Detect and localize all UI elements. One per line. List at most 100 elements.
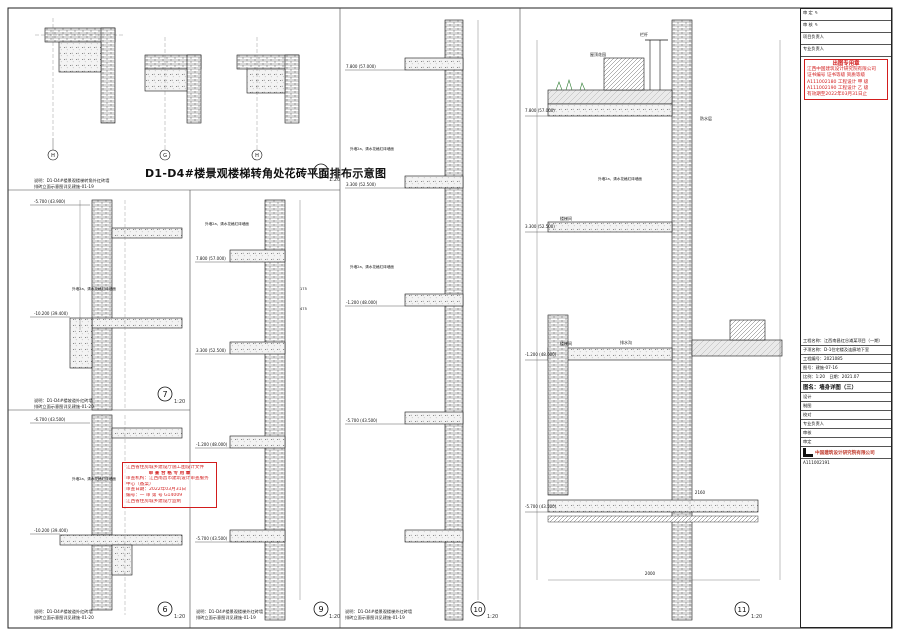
sign-row: 专业负责人	[801, 420, 891, 430]
stamp-line: 江西省住房城乡建设厅监制	[126, 498, 182, 504]
callout-brick: 外墙2a，清水花格红砖墙面	[598, 176, 642, 181]
cert-stamp: 出图专用章 江西中国建筑设计研究院有限公司 证书编号 证书等级 资质等级 A11…	[804, 59, 888, 101]
sign-row: 制图	[801, 402, 891, 412]
detail-number-9: 9	[318, 605, 323, 614]
dimension: 175	[300, 287, 307, 291]
scale-d8: 1:20	[329, 177, 341, 183]
grid-label: H	[51, 153, 55, 159]
level-mark: -10.200 (39.400)	[34, 311, 68, 316]
detail-6-section	[30, 414, 183, 617]
note-d10-line2: 排砖立面示意图详见建施-01-19	[345, 614, 405, 620]
level-mark: -5.700 (43.900)	[34, 199, 66, 204]
note-d10-line1: 说明：D1-D4#楼景观楼梯外红砖墙	[345, 609, 413, 614]
level-mark: -5.700 (43.500)	[196, 536, 228, 541]
review-stamp: 江西省住房城乡建设厅施工图设计文件 审 查 合 格 专 用 章 审查机构：江西南…	[122, 462, 217, 508]
scale-d10: 1:20	[487, 614, 499, 620]
note-d8: 说明：D1-D4#楼景观楼梯转角外红砖墙 排砖立面示意图详见建施-01-19	[34, 178, 109, 189]
level-mark: 7.800 (57.000)	[346, 64, 376, 69]
sheet-border	[7, 7, 893, 629]
level-mark: -1.200 (48.000)	[196, 442, 228, 447]
scale-d11: 1:20	[751, 614, 763, 620]
note-d9: 说明：D1-D4#楼景观楼梯外红砖墙 排砖立面示意图详见建施-01-19	[196, 609, 263, 620]
detail-11-section	[525, 19, 783, 621]
note-d10: 说明：D1-D4#楼景观楼梯外红砖墙 排砖立面示意图详见建施-01-19	[345, 609, 412, 620]
sign-row: 审定	[801, 438, 891, 448]
approval-row: 审 核 ✎	[801, 21, 891, 33]
callout-brick: 外墙2a，清水花格红砖墙面	[350, 146, 394, 151]
main-title: D1-D4#楼景观楼梯转角处花砖平面排布示意图	[145, 167, 387, 180]
label-waterproof: 防水层	[700, 115, 712, 121]
callout-brick: 外墙2a，清水花格红砖墙面	[350, 264, 394, 269]
annotation-layer: 8 7 6 9 10 11 H G H -5.700 (43.900) -10.200 (39.40…	[34, 31, 746, 614]
callout-brick: 外墙2a，清水花格红砖墙面	[72, 286, 116, 291]
label-planter: 屋顶花园	[590, 51, 606, 57]
note-d9-line1: 说明：D1-D4#楼景观楼梯外红砖墙	[196, 609, 264, 614]
title-block-spacer	[801, 102, 891, 337]
stamp-line: 审 查 合 格 专 用 章	[148, 470, 191, 476]
stamp-line: 中心（备案）	[126, 481, 154, 487]
note-d8-line1: 说明：D1-D4#楼景观楼梯转角外红砖墙	[34, 178, 110, 183]
note-d6-line2: 排砖立面示意图详见建施-01-20	[34, 614, 94, 620]
level-mark: -6.700 (43.500)	[34, 417, 66, 422]
note-d8-line2: 排砖立面示意图详见建施-01-19	[34, 183, 94, 189]
scale-d6: 1:20	[174, 614, 186, 620]
level-mark: 7.800 (57.000)	[196, 256, 226, 261]
scale-d7: 1:20	[174, 399, 186, 405]
grid-label: G	[163, 153, 167, 159]
dimension: 475	[300, 307, 307, 311]
grid-label: H	[255, 153, 259, 159]
sign-row: 设计	[801, 393, 891, 403]
level-mark: -5.700 (43.500)	[525, 504, 557, 509]
stamp-line: 江西省住房城乡建设厅施工图设计文件	[126, 465, 205, 470]
field-scale-date: 比例：1:20 日期：2021.07	[801, 373, 891, 383]
level-mark: -5.700 (43.500)	[346, 418, 378, 423]
label-drain: 排水沟	[620, 339, 632, 345]
detail-number-8: 8	[318, 168, 323, 177]
detail-number-10: 10	[474, 606, 483, 614]
field-drawing-no: 图号：建施-07-16	[801, 364, 891, 374]
detail-10-section	[345, 19, 486, 621]
company-logo-icon	[803, 448, 813, 458]
level-mark: -1.200 (48.000)	[525, 352, 557, 357]
note-d6-line1: 说明：D1-D4#楼坡道外红砖墙	[34, 609, 93, 614]
sign-row: 审核	[801, 429, 891, 439]
label-stair: 楼梯间	[560, 340, 572, 346]
level-mark: -10.200 (39.400)	[34, 528, 68, 533]
level-mark: 7.800 (57.000)	[525, 108, 555, 113]
detail-7-section	[30, 199, 183, 411]
callout-brick: 外墙2a，清水花格红砖墙面	[205, 221, 249, 226]
dimension: 2160	[695, 490, 706, 495]
scale-d9: 1:20	[329, 614, 341, 620]
level-mark: 3.300 (52.500)	[196, 348, 226, 353]
title-block: 审 定 ✎ 审 核 ✎ 项目负责人 专业负责人 出图专用章 江西中国建筑设计研究…	[800, 8, 892, 628]
label-railing: 栏杆	[640, 31, 648, 37]
callout-brick: 外墙2a，清水花格红砖墙面	[72, 476, 116, 481]
note-d7: 说明：D1-D4#楼坡道外红砖墙 排砖立面示意图详见建施-01-20	[34, 398, 94, 409]
approval-row: 项目负责人	[801, 33, 891, 45]
sign-row: 校对	[801, 411, 891, 421]
level-mark: -1.200 (48.000)	[346, 300, 378, 305]
level-mark: 3.300 (52.500)	[525, 224, 555, 229]
dimension: 2000	[645, 571, 656, 576]
stamp-line: 审查机构：江西南昌市建筑设计审查服务	[126, 476, 209, 482]
approval-row: 专业负责人	[801, 45, 891, 57]
stamp-line: 审查日期：2022年03月31日	[126, 487, 187, 493]
cad-code: A111002191	[803, 460, 830, 466]
stamp-line: 编号：一 审 第 号 G14009	[126, 492, 183, 498]
detail-8-plans	[35, 18, 329, 179]
label-stair: 楼梯间	[560, 215, 572, 221]
level-mark: 3.300 (52.500)	[346, 182, 376, 187]
field-subproject: 子项名称：D-1住宅楼及连廊地下室	[801, 346, 891, 356]
company-name: 中国建筑设计研究院有限公司	[801, 447, 891, 460]
note-d7-line2: 排砖立面示意图详见建施-01-20	[34, 403, 94, 409]
field-project: 工程名称：江西南昌红谷滩某项目（一期）	[801, 337, 891, 347]
detail-number-7: 7	[162, 390, 167, 399]
note-d7-line1: 说明：D1-D4#楼坡道外红砖墙	[34, 398, 93, 403]
detail-number-6: 6	[162, 605, 167, 614]
detail-number-11: 11	[738, 606, 747, 614]
field-project-no: 工程编号：2021085	[801, 355, 891, 365]
detail-9-section	[195, 199, 329, 621]
note-d9-line2: 排砖立面示意图详见建施-01-19	[196, 614, 256, 620]
